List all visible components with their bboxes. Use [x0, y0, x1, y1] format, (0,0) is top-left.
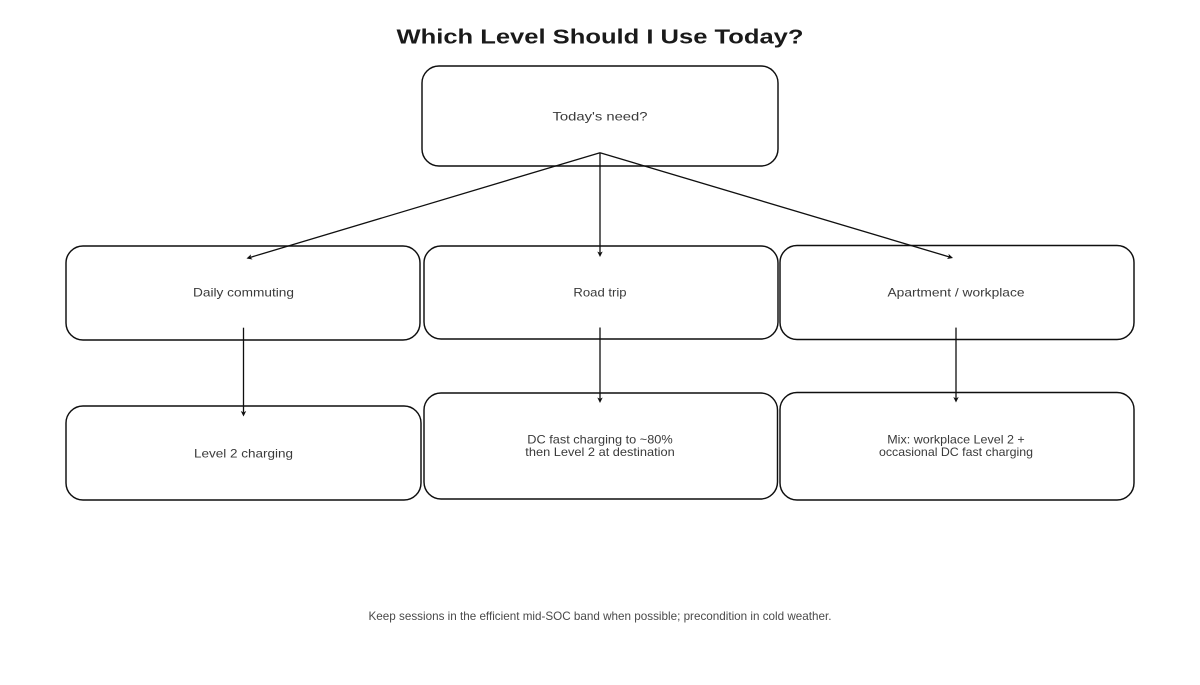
- svg-text:Apartment / workplace: Apartment / workplace: [888, 285, 1025, 299]
- svg-text:occasional DC fast charging: occasional DC fast charging: [879, 445, 1033, 459]
- svg-text:then Level 2 at destination: then Level 2 at destination: [525, 445, 674, 459]
- svg-text:Level 2 charging: Level 2 charging: [194, 446, 293, 460]
- svg-text:Today's need?: Today's need?: [553, 109, 649, 123]
- svg-text:Which Level Should I Use Today: Which Level Should I Use Today?: [397, 25, 804, 48]
- svg-text:DC fast charging to ~80%: DC fast charging to ~80%: [527, 433, 673, 447]
- svg-text:Keep sessions in the efficient: Keep sessions in the efficient mid-SOC b…: [369, 609, 832, 623]
- svg-text:Mix: workplace Level 2 +: Mix: workplace Level 2 +: [887, 433, 1025, 447]
- svg-text:Daily commuting: Daily commuting: [193, 285, 294, 299]
- svg-text:Road trip: Road trip: [573, 285, 627, 299]
